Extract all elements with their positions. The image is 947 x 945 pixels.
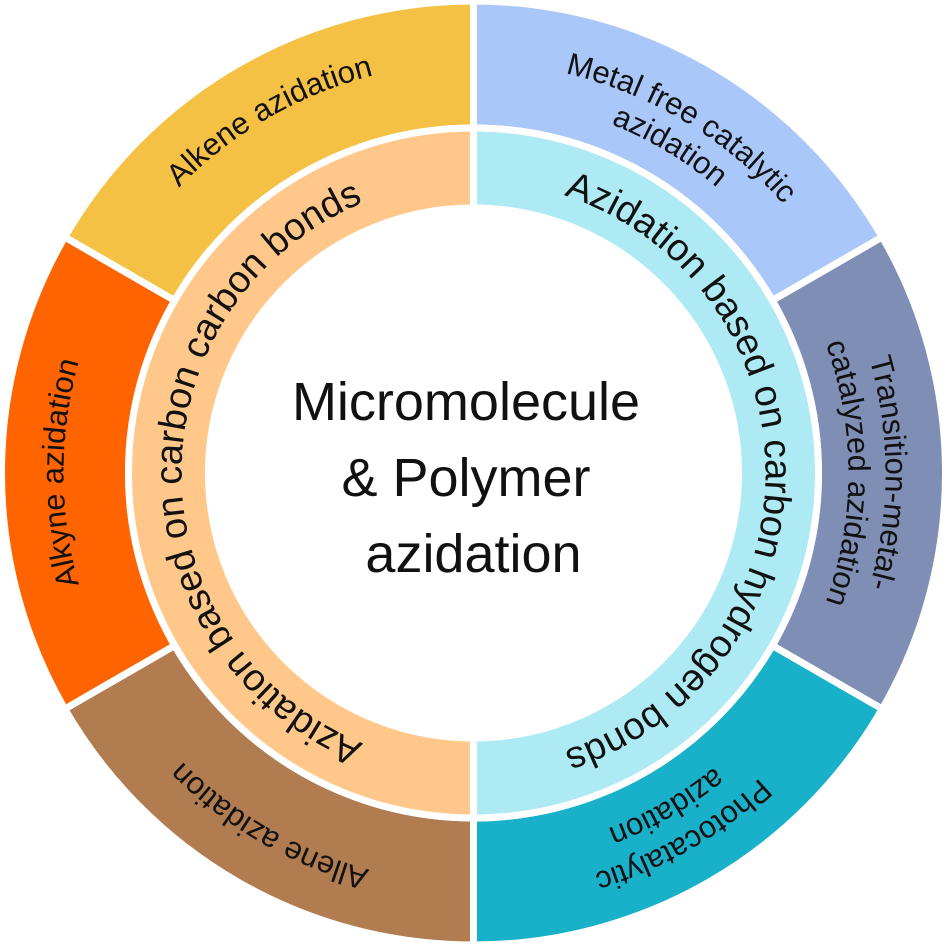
- center-line-1: Micromolecule: [292, 372, 640, 432]
- center-disc: [208, 208, 739, 738]
- center-title: Micromolecule & Polymer azidation: [292, 372, 655, 584]
- center-line-3: azidation: [365, 524, 581, 584]
- center-line-2: & Polymer: [341, 448, 590, 508]
